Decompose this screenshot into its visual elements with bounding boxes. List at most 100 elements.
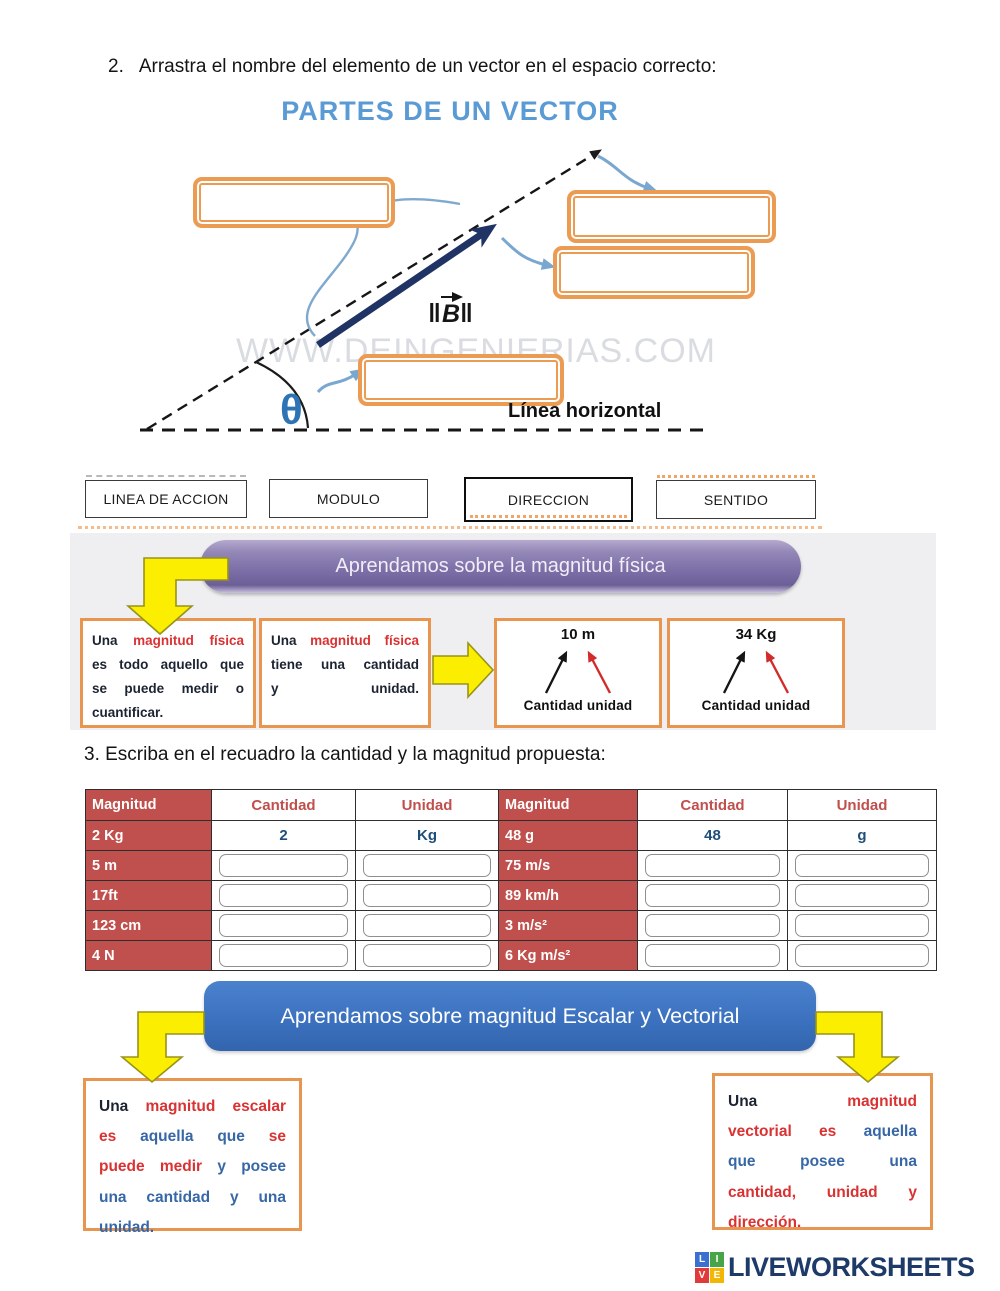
section2-heading: 2. Arrastra el nombre del elemento de un…: [108, 56, 717, 78]
answer-input[interactable]: [645, 944, 780, 967]
svg-text:B: B: [442, 300, 460, 328]
magnitude-cell: 89 km/h: [498, 880, 638, 911]
answer-cell: [211, 880, 356, 911]
answer-input[interactable]: [363, 884, 491, 907]
magnitude-cell: 123 cm: [85, 910, 212, 941]
angle-arc: [255, 361, 310, 429]
magnitude-cell: 4 N: [85, 940, 212, 971]
pointer-arrow-sentido: [597, 154, 658, 193]
answer-input[interactable]: [363, 914, 491, 937]
answer-cell: [787, 880, 937, 911]
table-row: 4 N 6 Kg m/s²: [85, 940, 937, 971]
answer-input[interactable]: [219, 944, 348, 967]
chip-modulo[interactable]: MODULO: [269, 479, 428, 518]
answer-cell: [637, 880, 788, 911]
magnitude-cell: 2 Kg: [85, 820, 212, 851]
unidad-arrow: [587, 650, 612, 694]
answer-input[interactable]: [645, 884, 780, 907]
answer-input[interactable]: [795, 944, 929, 967]
column-header: Cantidad: [637, 789, 788, 821]
answer-input[interactable]: [219, 854, 348, 877]
dropzone-bottom[interactable]: [358, 354, 564, 406]
answer-input[interactable]: [363, 944, 491, 967]
example-arrows: [722, 650, 790, 694]
column-header: Cantidad: [211, 789, 356, 821]
answer-cell: [211, 910, 356, 941]
answer-input[interactable]: [219, 884, 348, 907]
column-header: Magnitud: [85, 789, 212, 821]
column-header: Unidad: [355, 789, 499, 821]
diagram-title: PARTES DE UN VECTOR: [281, 96, 619, 126]
answer-input[interactable]: [219, 914, 348, 937]
answer-cell: [211, 850, 356, 881]
answer-input[interactable]: [645, 854, 780, 877]
column-header: Unidad: [787, 789, 937, 821]
horizontal-line-label: Línea horizontal: [508, 400, 662, 422]
logo-tile-V: V: [695, 1268, 709, 1283]
column-header: Magnitud: [498, 789, 638, 821]
logo-text: LIVEWORKSHEETS: [728, 1252, 975, 1282]
theta-symbol: θ: [280, 386, 303, 433]
answer-input[interactable]: [795, 914, 929, 937]
vector-diagram: WWW.DEINGENIERIAS.COM θ ‖ B ‖: [140, 149, 715, 433]
logo-tile-L: L: [695, 1252, 709, 1267]
example-arrows: [544, 650, 612, 694]
dropzone-right-lower[interactable]: [553, 246, 755, 299]
answer-text: 48: [637, 820, 788, 851]
dropzone-right-upper[interactable]: [567, 190, 776, 243]
dotted-separator: [78, 526, 822, 529]
magnitude-cell: 17ft: [85, 880, 212, 911]
table-row: 123 cm 3 m/s²: [85, 910, 937, 941]
svg-text:‖: ‖: [460, 298, 473, 328]
logo-tile-I: I: [710, 1252, 724, 1267]
section2-title: Arrastra el nombre del elemento de un ve…: [138, 56, 717, 77]
svg-text:‖: ‖: [428, 298, 441, 328]
example-caption: Cantidad unidad: [701, 698, 811, 713]
cantidad-arrow: [544, 650, 568, 694]
action-line-dashed: [146, 149, 602, 431]
answer-input[interactable]: [363, 854, 491, 877]
answer-cell: [355, 940, 499, 971]
answer-cell: [637, 940, 788, 971]
magnitude-cell: 75 m/s: [498, 850, 638, 881]
section2-number: 2.: [108, 56, 124, 77]
dropzone-top-left[interactable]: [193, 177, 395, 228]
answer-input[interactable]: [795, 854, 929, 877]
example-value: 10 m: [560, 626, 596, 643]
table-row: 17ft 89 km/h: [85, 880, 937, 911]
answer-cell: [355, 850, 499, 881]
answer-input[interactable]: [645, 914, 780, 937]
vector-norm-label: ‖ B ‖: [428, 292, 473, 328]
answer-cell: [637, 910, 788, 941]
answer-cell: [211, 940, 356, 971]
magnitude-cell: 6 Kg m/s²: [498, 940, 638, 971]
answer-cell: [355, 910, 499, 941]
answer-cell: [787, 940, 937, 971]
chip-direccion[interactable]: DIRECCION: [464, 477, 633, 522]
fisica-banner: Aprendamos sobre la magnitud física: [200, 540, 801, 593]
example-caption: Cantidad unidad: [523, 698, 633, 713]
vector-arrow: [316, 223, 497, 348]
escalar-banner: Aprendamos sobre magnitud Escalar y Vect…: [204, 981, 816, 1051]
example-box-10m: 10 m Cantidad unidad: [494, 618, 662, 728]
chip-sentido[interactable]: SENTIDO: [656, 475, 816, 519]
pointer-arrow-angulo: [316, 368, 365, 394]
magnitude-cell: 48 g: [498, 820, 638, 851]
answer-input[interactable]: [795, 884, 929, 907]
example-value: 34 Kg: [735, 626, 777, 643]
answer-cell: [787, 910, 937, 941]
magnitude-cell: 3 m/s²: [498, 910, 638, 941]
chip-linea-de-accion[interactable]: LINEA DE ACCION: [85, 475, 247, 518]
